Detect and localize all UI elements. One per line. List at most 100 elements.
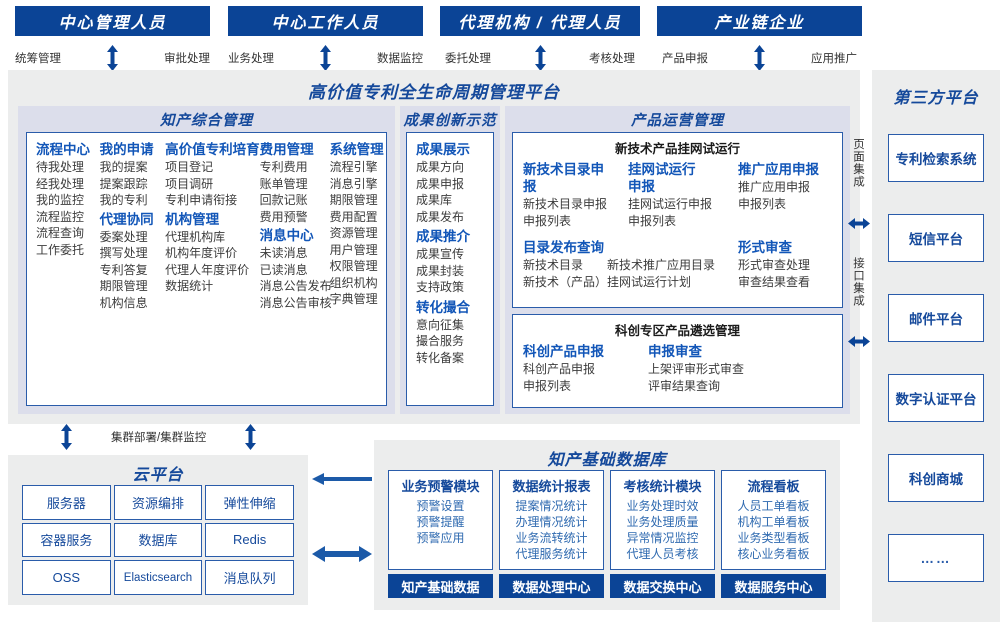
menu-item[interactable]: 费用预警 <box>259 209 308 224</box>
menu-item[interactable]: 消息公告审核 <box>259 295 332 310</box>
db-item[interactable]: 提案情况统计 <box>515 499 588 513</box>
third-party-item-patent-search[interactable]: 专利检索系统 <box>888 134 984 182</box>
menu-item[interactable]: 成果宣传 <box>416 247 465 261</box>
menu-item[interactable]: 新技术目录 新技术推广应用目录 <box>523 258 716 272</box>
db-footer-base-data[interactable]: 知产基础数据 <box>388 574 493 598</box>
cloud-cell-autoscaling[interactable]: 弹性伸缩 <box>205 485 294 520</box>
role-header-2[interactable]: 代理机构 / 代理人员 <box>440 6 640 36</box>
menu-item[interactable]: 申报列表 <box>628 213 677 228</box>
menu-item[interactable]: 评审结果查询 <box>648 378 721 393</box>
db-item[interactable]: 业务流转统计 <box>515 531 588 545</box>
menu-item[interactable]: 流程监控 <box>36 209 85 224</box>
menu-item[interactable]: 已读消息 <box>259 262 308 277</box>
menu-item[interactable]: 科创产品申报 <box>523 362 596 376</box>
menu-item[interactable]: 我的提案 <box>99 160 148 174</box>
menu-item[interactable]: 权限管理 <box>329 259 378 273</box>
db-footer-exchange[interactable]: 数据交换中心 <box>610 574 715 598</box>
db-item[interactable]: 业务处理时效 <box>626 499 699 513</box>
menu-item[interactable]: 审查结果查看 <box>738 274 811 289</box>
db-item[interactable]: 代理服务统计 <box>515 547 588 561</box>
menu-item[interactable]: 组织机构 <box>329 275 378 290</box>
db-item[interactable]: 办理情况统计 <box>515 515 588 529</box>
menu-item[interactable]: 专利答复 <box>99 262 148 277</box>
third-party-item-digital-cert[interactable]: 数字认证平台 <box>888 374 984 422</box>
menu-item[interactable]: 项目登记 <box>165 160 214 174</box>
menu-item[interactable]: 挂网试运行申报 <box>628 197 713 211</box>
menu-item[interactable]: 成果方向 <box>416 160 465 174</box>
menu-item[interactable]: 撮合服务 <box>416 334 465 348</box>
menu-item[interactable]: 消息公告发布 <box>259 279 332 293</box>
db-item[interactable]: 代理人员考核 <box>626 547 699 561</box>
menu-item[interactable]: 我的监控 <box>36 193 85 207</box>
menu-item[interactable]: 提案跟踪 <box>99 176 148 191</box>
menu-item[interactable]: 费用配置 <box>329 209 378 224</box>
menu-item[interactable]: 专利申请衔接 <box>165 193 238 207</box>
menu-item[interactable]: 专利费用 <box>259 160 308 174</box>
menu-item[interactable]: 上架评审形式审查 <box>648 362 745 376</box>
third-party-item-sms[interactable]: 短信平台 <box>888 214 984 262</box>
db-item[interactable]: 预警设置 <box>416 499 465 513</box>
menu-item[interactable]: 成果申报 <box>416 176 465 191</box>
menu-item[interactable]: 撰写处理 <box>99 246 148 260</box>
menu-item[interactable]: 推广应用申报 <box>738 180 811 194</box>
menu-item[interactable]: 数据统计 <box>165 279 214 293</box>
db-item[interactable]: 预警应用 <box>416 531 465 545</box>
menu-item[interactable]: 新技术（产品）挂网试运行计划 <box>523 274 692 289</box>
menu-item[interactable]: 新技术目录申报 <box>523 197 608 211</box>
menu-item[interactable]: 机构信息 <box>99 295 148 310</box>
menu-item[interactable]: 转化备案 <box>416 350 465 365</box>
role-header-1[interactable]: 中心工作人员 <box>228 6 423 36</box>
db-item[interactable]: 业务处理质量 <box>626 515 699 529</box>
role-header-3[interactable]: 产业链企业 <box>657 6 862 36</box>
cloud-cell-oss[interactable]: OSS <box>22 560 111 595</box>
menu-item[interactable]: 账单管理 <box>259 176 308 191</box>
third-party-item-innovation-mall[interactable]: 科创商城 <box>888 454 984 502</box>
db-item[interactable]: 机构工单看板 <box>737 515 810 529</box>
db-footer-service[interactable]: 数据服务中心 <box>721 574 826 598</box>
cloud-cell-redis[interactable]: Redis <box>205 522 294 558</box>
menu-item[interactable]: 用户管理 <box>329 242 378 257</box>
third-party-item-email[interactable]: 邮件平台 <box>888 294 984 342</box>
db-item[interactable]: 人员工单看板 <box>737 499 810 513</box>
menu-item[interactable]: 流程引擎 <box>329 160 378 174</box>
cloud-cell-container[interactable]: 容器服务 <box>22 522 111 558</box>
menu-item[interactable]: 意向征集 <box>416 317 465 332</box>
menu-item[interactable]: 项目调研 <box>165 176 214 191</box>
menu-item[interactable]: 期限管理 <box>99 279 148 293</box>
cloud-cell-database[interactable]: 数据库 <box>113 522 203 558</box>
cloud-cell-orchestration[interactable]: 资源编排 <box>113 485 203 520</box>
menu-item[interactable]: 字典管理 <box>329 292 378 306</box>
db-item[interactable]: 预警提醒 <box>416 515 465 529</box>
menu-item[interactable]: 工作委托 <box>36 242 85 257</box>
db-item[interactable]: 异常情况监控 <box>626 531 699 545</box>
third-party-item-more[interactable]: …… <box>888 534 984 582</box>
menu-item[interactable]: 经我处理 <box>36 176 85 191</box>
db-item[interactable]: 核心业务看板 <box>737 547 810 561</box>
menu-item[interactable]: 消息引擎 <box>329 176 378 191</box>
menu-item[interactable]: 机构年度评价 <box>165 246 238 260</box>
menu-item[interactable]: 回款记账 <box>259 193 308 207</box>
menu-item[interactable]: 资源管理 <box>329 226 378 240</box>
menu-item[interactable]: 形式审查处理 <box>738 258 811 272</box>
menu-item[interactable]: 申报列表 <box>523 378 572 393</box>
menu-item[interactable]: 代理人年度评价 <box>165 262 250 277</box>
menu-item[interactable]: 待我处理 <box>36 160 85 174</box>
menu-item[interactable]: 未读消息 <box>259 246 308 260</box>
role-header-0[interactable]: 中心管理人员 <box>15 6 210 36</box>
menu-item[interactable]: 代理机构库 <box>165 229 226 244</box>
menu-item[interactable]: 流程查询 <box>36 226 85 240</box>
cloud-cell-server[interactable]: 服务器 <box>22 485 111 520</box>
menu-item[interactable]: 申报列表 <box>738 196 787 211</box>
menu-item[interactable]: 成果发布 <box>416 209 465 224</box>
menu-item[interactable]: 期限管理 <box>329 193 378 207</box>
db-item[interactable]: 业务类型看板 <box>737 531 810 545</box>
cloud-cell-message-queue[interactable]: 消息队列 <box>205 560 294 595</box>
db-footer-processing[interactable]: 数据处理中心 <box>499 574 604 598</box>
menu-item[interactable]: 支持政策 <box>416 280 465 294</box>
menu-item[interactable]: 成果库 <box>416 193 453 207</box>
menu-item[interactable]: 成果封装 <box>416 263 465 278</box>
menu-item[interactable]: 委案处理 <box>99 229 148 244</box>
menu-item[interactable]: 申报列表 <box>523 213 572 228</box>
cloud-cell-elasticsearch[interactable]: Elasticsearch <box>113 560 203 595</box>
menu-item[interactable]: 我的专利 <box>99 193 148 207</box>
